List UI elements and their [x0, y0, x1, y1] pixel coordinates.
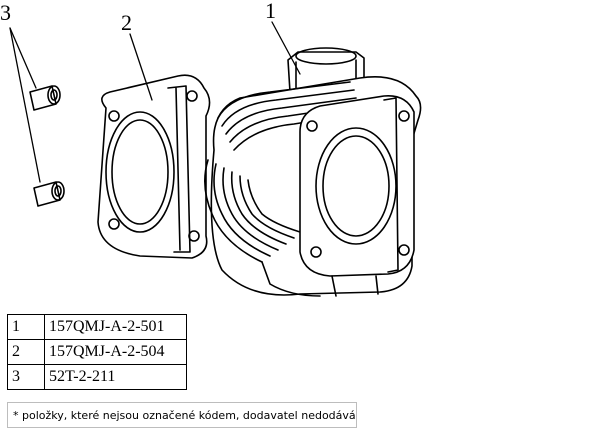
callout-label-2: 2	[121, 10, 132, 35]
callout-label-3: 3	[0, 0, 11, 25]
cylinder-gasket	[97, 74, 211, 259]
part-number: 3	[7, 364, 45, 390]
dowel-pin-lower	[33, 181, 65, 207]
table-row: 1 157QMJ-A-2-501	[7, 314, 187, 340]
table-row: 3 52T-2-211	[7, 364, 187, 390]
footnote: * položky, které nejsou označené kódem, …	[7, 402, 357, 428]
callout-2-leader	[129, 33, 153, 101]
table-row: 2 157QMJ-A-2-504	[7, 339, 187, 365]
part-code: 52T-2-211	[44, 364, 187, 390]
part-number: 2	[7, 339, 45, 365]
part-code: 157QMJ-A-2-501	[44, 314, 187, 340]
callout-3-leaders	[9, 27, 41, 183]
exploded-parts-diagram	[9, 21, 422, 297]
part-code: 157QMJ-A-2-504	[44, 339, 187, 365]
callout-1-leader	[271, 21, 301, 75]
parts-table: 1 157QMJ-A-2-501 2 157QMJ-A-2-504 3 52T-…	[7, 314, 187, 390]
callout-label-1: 1	[265, 0, 276, 23]
cylinder-block	[204, 47, 422, 297]
part-number: 1	[7, 314, 45, 340]
dowel-pin-upper	[29, 85, 61, 111]
